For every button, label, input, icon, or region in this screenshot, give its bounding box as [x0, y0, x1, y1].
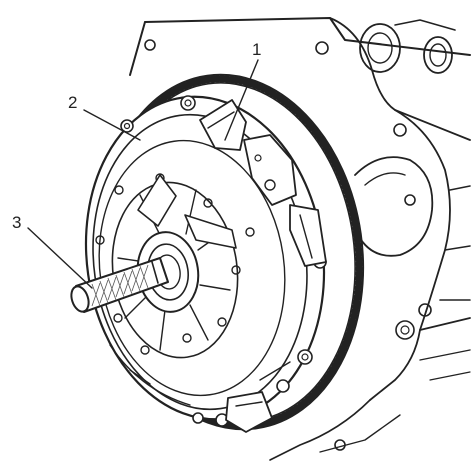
leader-line-2 [83, 109, 141, 141]
shaft-knurling [91, 264, 149, 307]
callout-1: 1 [252, 40, 261, 59]
callout-3: 3 [12, 213, 21, 232]
housing-boss-top [359, 19, 456, 74]
diaphragm-spring [111, 174, 239, 359]
leader-line-1 [224, 59, 259, 141]
leader-line-3 [27, 227, 93, 289]
engine-block-outline [129, 17, 471, 461]
release-lever-bottom [225, 391, 273, 433]
alignment-shaft [70, 257, 169, 313]
leader-lines [27, 59, 259, 289]
housing-bolt-holes [144, 39, 432, 451]
release-lever-top [199, 99, 297, 206]
pressure-plate-lower-details [109, 344, 291, 406]
release-lever-right [289, 204, 327, 267]
callout-2: 2 [68, 93, 77, 112]
